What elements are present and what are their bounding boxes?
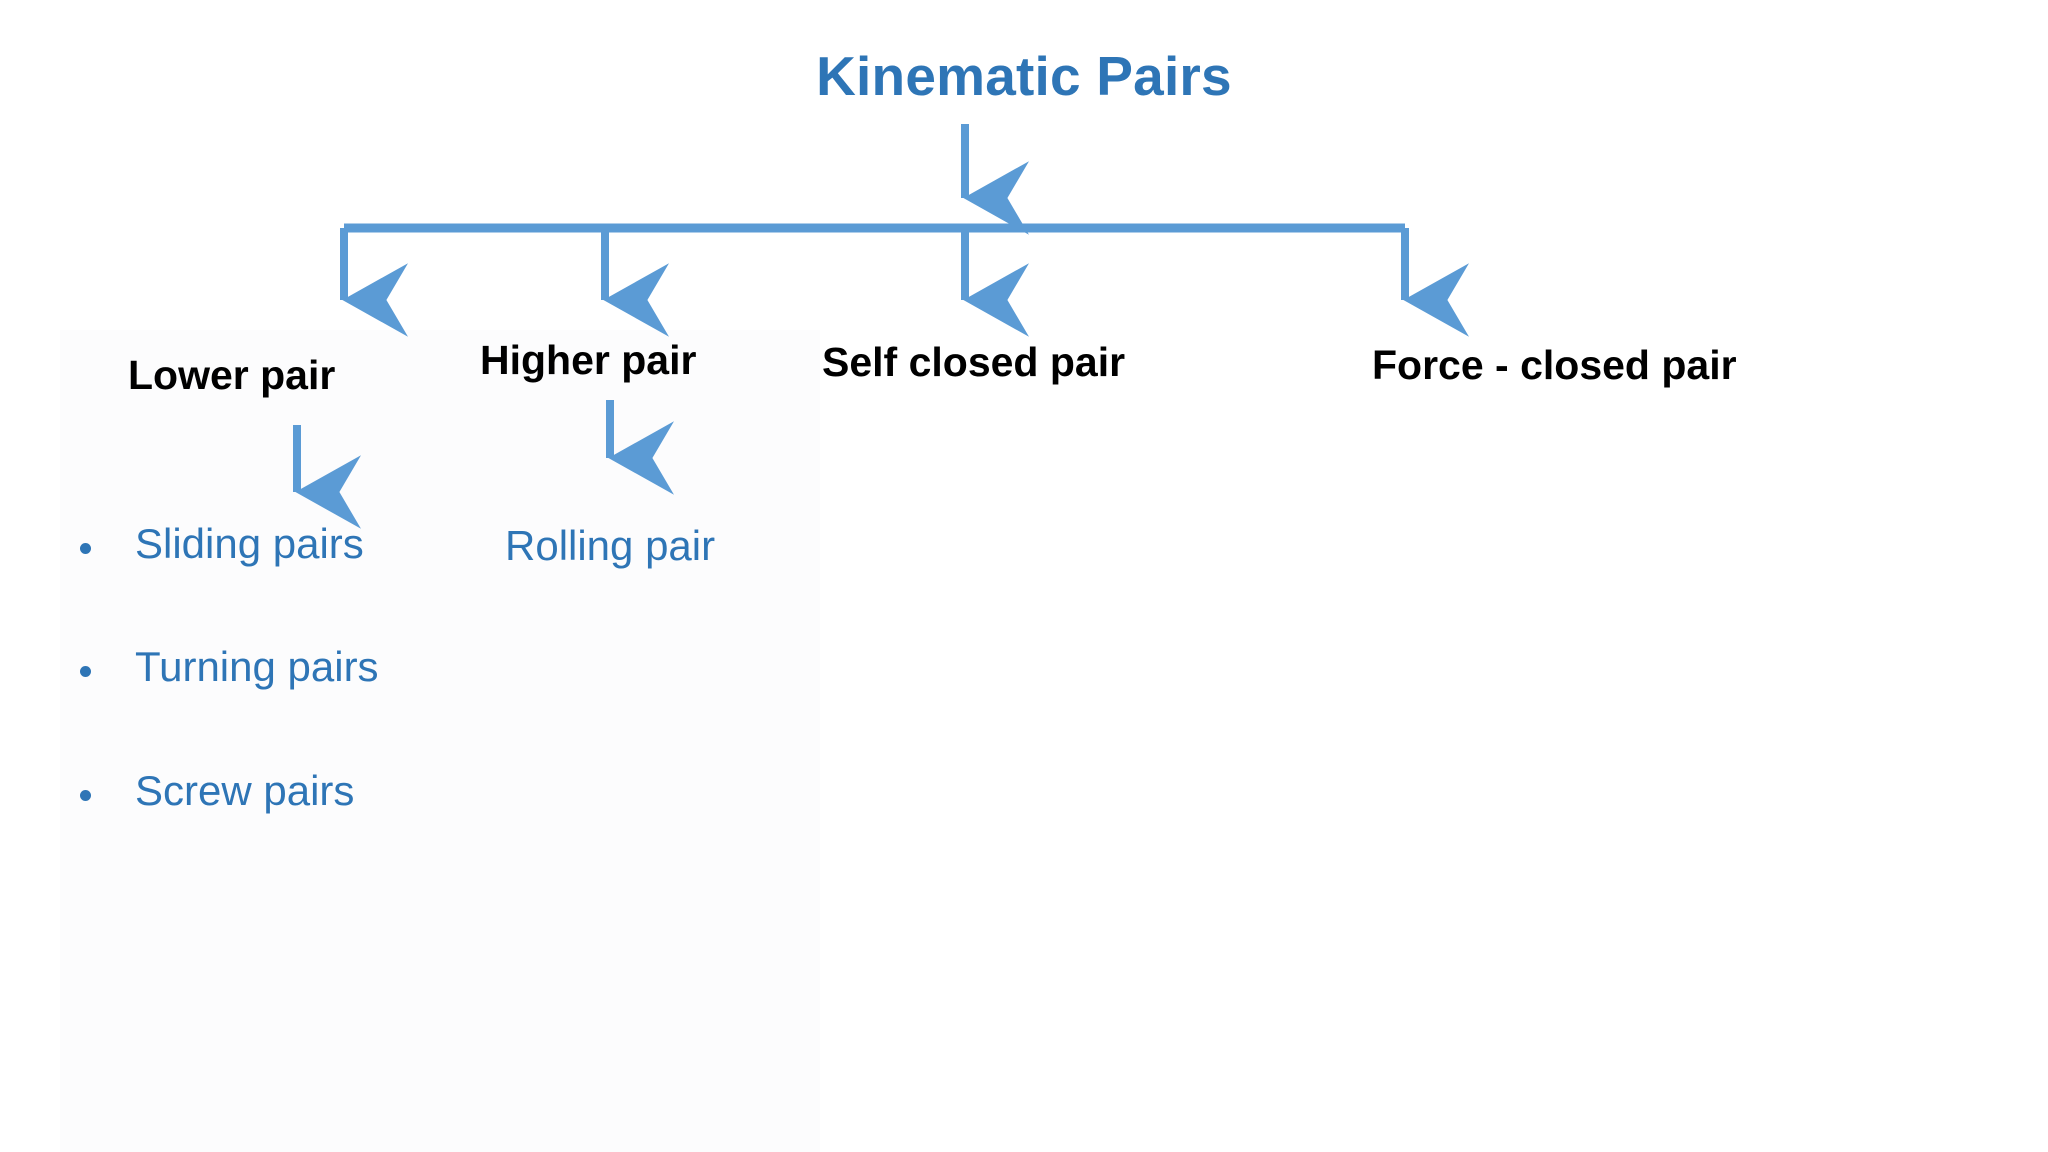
list-item-turning-pairs: Turning pairs [135, 643, 379, 690]
list-item-rolling-pair: Rolling pair [505, 522, 716, 569]
list-item-sliding-pairs: Sliding pairs [135, 520, 364, 567]
page-title: Kinematic Pairs [816, 45, 1232, 107]
background-wash [60, 330, 820, 1152]
bullet-icon [80, 790, 91, 801]
bullet-icon [80, 543, 91, 554]
node-force-closed-pair: Force - closed pair [1372, 342, 1737, 388]
node-higher-pair: Higher pair [480, 337, 697, 383]
node-self-closed-pair: Self closed pair [822, 339, 1126, 385]
bullet-icon [80, 666, 91, 677]
list-item-screw-pairs: Screw pairs [135, 767, 355, 814]
node-lower-pair: Lower pair [128, 352, 336, 398]
